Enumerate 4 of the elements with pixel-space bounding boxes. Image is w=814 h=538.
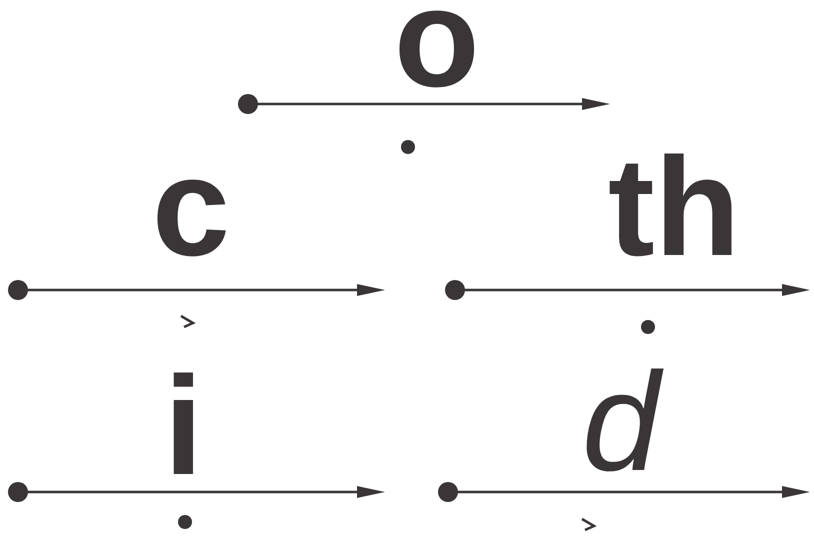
letter-label: i [164,372,203,478]
letter-label: th [608,154,740,259]
letter-label: c [152,154,230,259]
letter-label: o [394,0,480,90]
